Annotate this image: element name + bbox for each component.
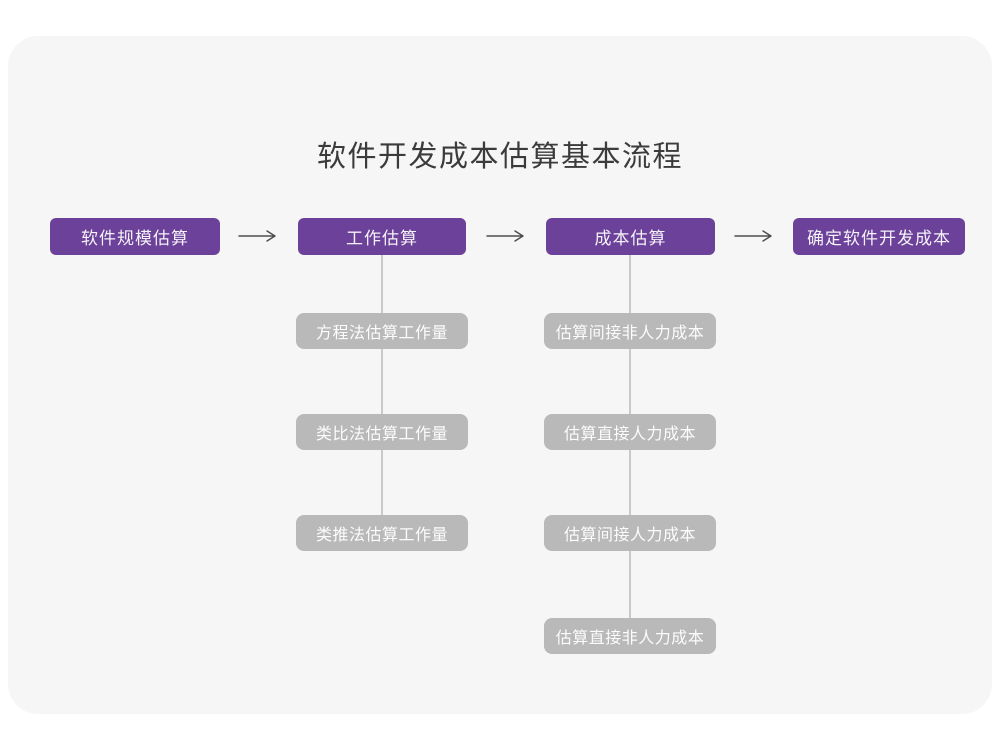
work-estimation-connector-line: [381, 254, 383, 533]
node-cost-estimation: 成本估算: [546, 218, 715, 255]
sub-node-label: 估算直接人力成本: [563, 426, 696, 443]
cost-step-direct-nonlabor: 估算直接非人力成本: [544, 618, 716, 654]
work-method-equation: 方程法估算工作量: [296, 313, 468, 349]
diagram-title: 软件开发成本估算基本流程: [316, 141, 683, 173]
sub-node-label: 类比法估算工作量: [315, 426, 448, 443]
right-arrow-icon: [734, 230, 772, 242]
diagram-card: 软件开发成本估算基本流程 软件规模估算 工作估算 成本估算 确定软件开发成本 方: [8, 36, 992, 714]
node-label: 确定软件开发成本: [807, 229, 951, 248]
sub-node-label: 类推法估算工作量: [315, 527, 448, 544]
sub-node-label: 估算间接人力成本: [563, 527, 696, 544]
cost-step-indirect-nonlabor: 估算间接非人力成本: [544, 313, 716, 349]
cost-step-direct-labor: 估算直接人力成本: [544, 414, 716, 450]
node-work-estimation: 工作估算: [298, 218, 466, 255]
right-arrow-icon: [486, 230, 524, 242]
node-determine-development-cost: 确定软件开发成本: [793, 218, 965, 255]
node-label: 成本估算: [594, 229, 667, 248]
node-label: 工作估算: [346, 229, 418, 248]
cost-step-indirect-labor: 估算间接人力成本: [544, 515, 716, 551]
sub-node-label: 估算直接非人力成本: [555, 630, 705, 647]
sub-node-label: 估算间接非人力成本: [555, 325, 705, 342]
sub-node-label: 方程法估算工作量: [315, 325, 448, 342]
node-label: 软件规模估算: [81, 229, 189, 248]
work-method-analogy: 类比法估算工作量: [296, 414, 468, 450]
right-arrow-icon: [238, 230, 276, 242]
node-software-scale-estimation: 软件规模估算: [50, 218, 220, 255]
work-method-extrapolation: 类推法估算工作量: [296, 515, 468, 551]
